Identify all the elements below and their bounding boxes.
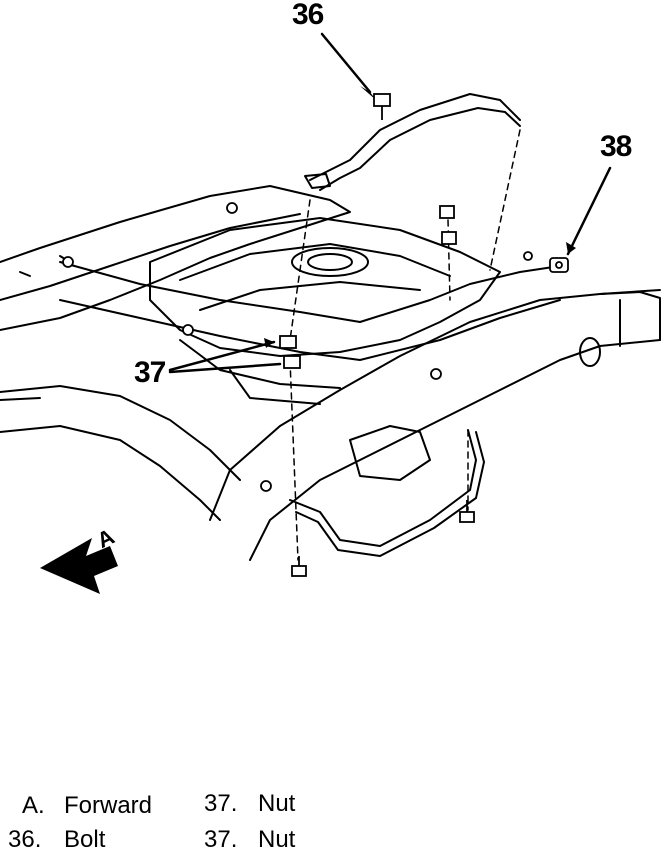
fuel-tank-frame-diagram [0,32,661,594]
legend-key: 36. [8,826,42,853]
legend-key: 37. [204,826,238,853]
cross-member [59,261,561,323]
legend-label: Forward [64,792,153,819]
legend-key: A. [22,792,45,819]
fuel-sender [291,247,369,277]
legend-item: A. Forward [22,792,152,820]
nut-37b [283,355,301,369]
callout-38: 38 [600,130,632,163]
bolt-36 [373,93,391,120]
legend-key: 37. [204,790,238,817]
bolt-lower-right [459,500,475,523]
nut-37a [279,335,297,349]
leader-37a [168,340,276,372]
left-frame-rail [0,185,351,331]
nut-upper-b [441,231,457,245]
nut-upper-a [439,205,455,219]
forward-arrow-icon [40,538,118,594]
leader-38 [566,166,612,256]
leader-36 [320,32,372,94]
leader-37b [168,362,282,374]
fuel-tank [149,217,501,357]
legend-item: 37. Nut [204,826,295,854]
legend: A. Forward 36. Bolt 37. Nut 37. Nut [0,782,672,854]
legend-item: 37. Nut [204,790,295,818]
legend-label: Nut [258,826,296,853]
lower-left-rail [0,385,241,481]
right-frame-rail [209,289,661,521]
nut-38 [549,257,569,273]
legend-label: Bolt [64,826,106,853]
upper-tank-strap [309,93,521,181]
callout-36: 36 [292,0,324,31]
callout-37: 37 [134,356,166,389]
bolt-lower-left [291,556,307,577]
legend-label: Nut [258,790,296,817]
lower-tank-strap [289,429,477,547]
legend-item: 36. Bolt [8,826,105,854]
